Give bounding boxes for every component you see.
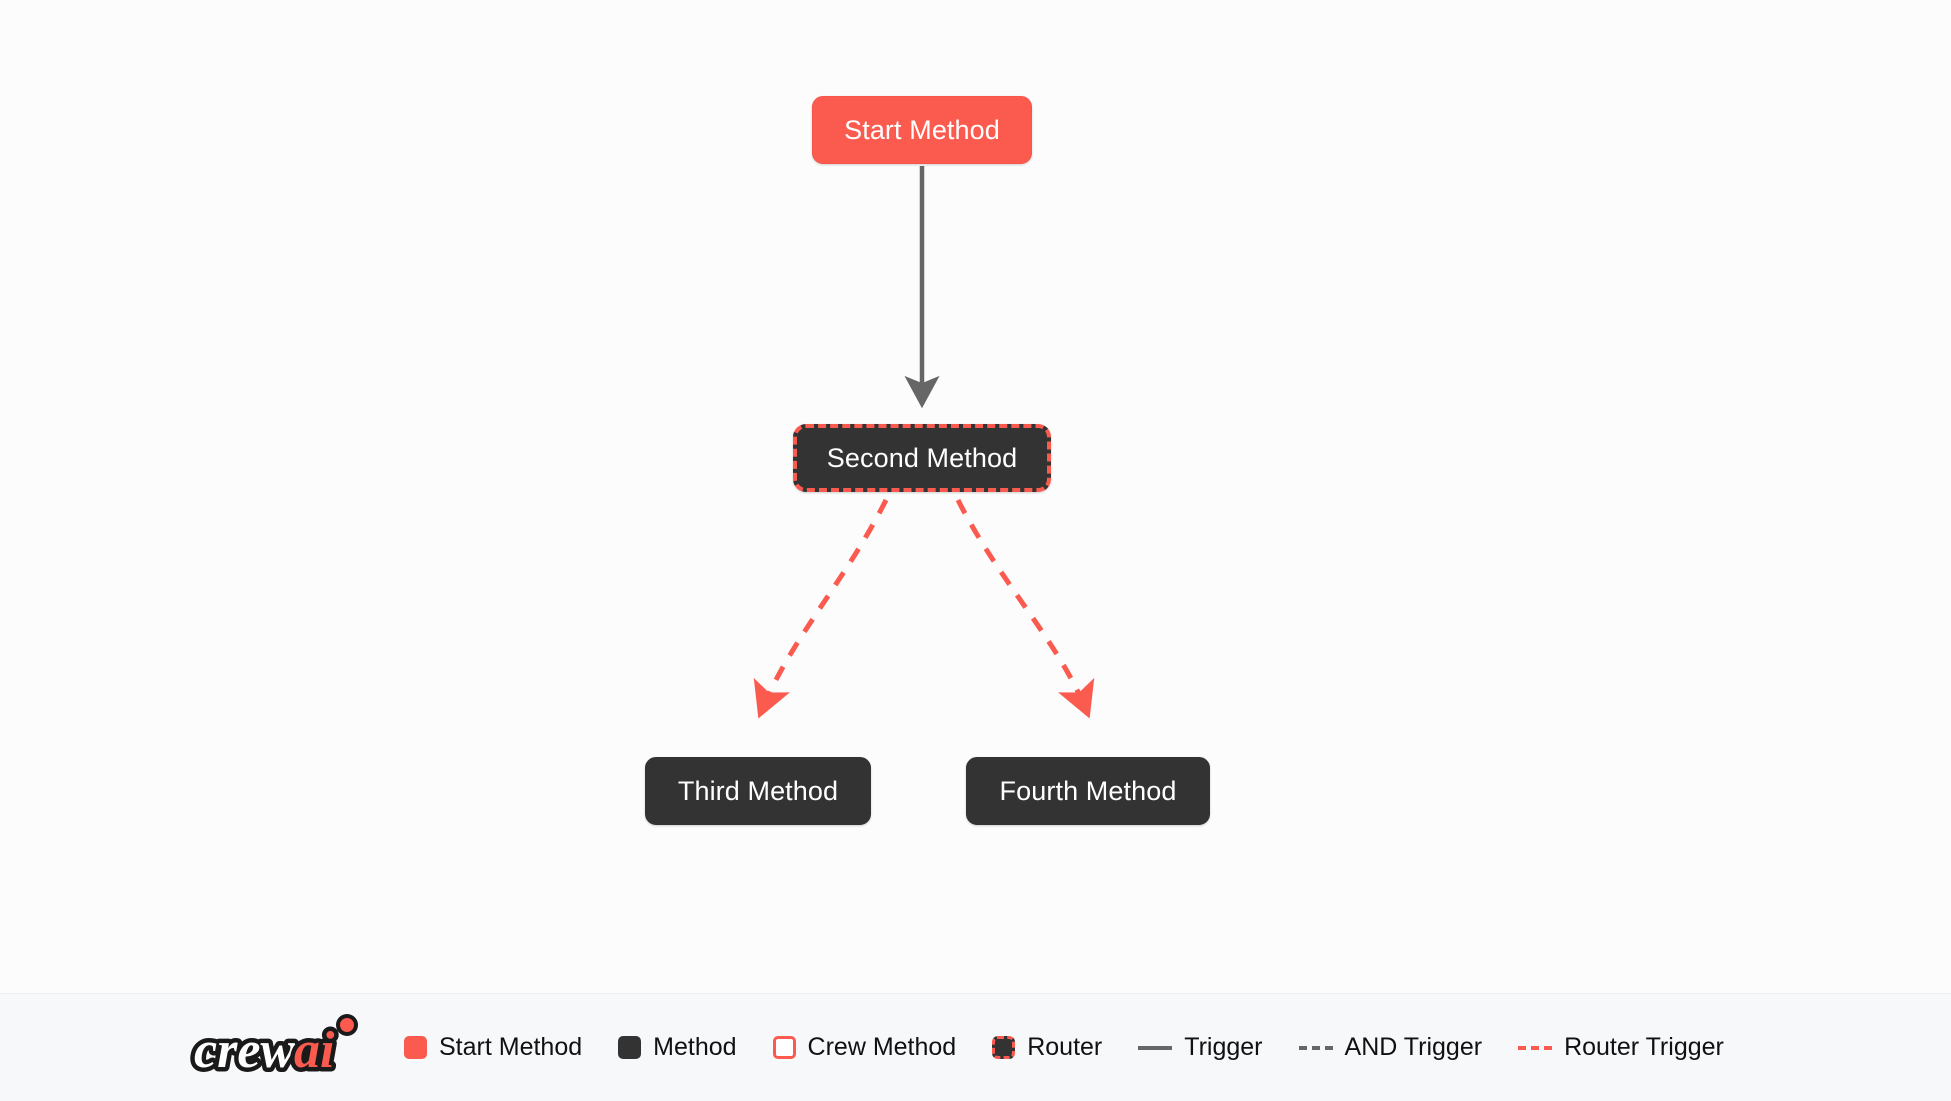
legend-label: Router	[1027, 1033, 1103, 1061]
node-label: Third Method	[677, 775, 839, 806]
node-fourth-method[interactable]: Fourth Method	[966, 757, 1210, 825]
svg-text:ai: ai	[294, 1022, 335, 1079]
legend-label: Crew Method	[807, 1033, 957, 1061]
legend-item-method: Method	[618, 1033, 737, 1061]
legend-label: AND Trigger	[1344, 1033, 1483, 1061]
legend-item-start-method: Start Method	[404, 1035, 582, 1060]
node-label: Fourth Method	[999, 775, 1177, 806]
svg-text:crew: crew	[194, 1022, 295, 1079]
crewai-logo: crew crew ai ai	[188, 1011, 364, 1085]
and-trigger-line-icon	[1298, 1045, 1333, 1050]
legend-item-router: Router	[992, 1035, 1102, 1060]
legend-label: Start Method	[439, 1033, 583, 1061]
legend-item-router-trigger: Router Trigger	[1518, 1035, 1724, 1060]
legend-label: Trigger	[1184, 1033, 1263, 1061]
edge-second-to-fourth	[955, 498, 1095, 719]
node-second-method[interactable]: Second Method	[793, 424, 1051, 492]
router-swatch-icon	[992, 1036, 1016, 1059]
legend-bar: crew crew ai ai Start Method Method	[0, 993, 1951, 1101]
node-label: Second Method	[826, 442, 1018, 473]
legend-item-trigger: Trigger	[1138, 1033, 1263, 1061]
node-label: Start Method	[844, 114, 1000, 145]
diagram-canvas[interactable]: Start Method Second Method Third Method …	[0, 0, 1951, 993]
router-trigger-line-icon	[1518, 1045, 1553, 1050]
trigger-line-icon	[1138, 1045, 1173, 1050]
svg-text:ai: ai	[294, 1022, 335, 1079]
legend-label: Router Trigger	[1564, 1033, 1724, 1061]
legend-items: Start Method Method Crew Method Router T…	[404, 1035, 1724, 1060]
node-start-method[interactable]: Start Method	[812, 96, 1032, 164]
node-third-method[interactable]: Third Method	[645, 757, 871, 825]
svg-text:crew: crew	[194, 1022, 295, 1079]
start-method-swatch-icon	[404, 1036, 427, 1059]
method-swatch-icon	[618, 1036, 642, 1059]
legend-label: Method	[653, 1033, 737, 1061]
legend-item-crew-method: Crew Method	[772, 1033, 957, 1061]
edge-second-to-third	[753, 498, 889, 719]
legend-item-and-trigger: AND Trigger	[1298, 1033, 1483, 1061]
crew-method-swatch-icon	[772, 1036, 796, 1059]
